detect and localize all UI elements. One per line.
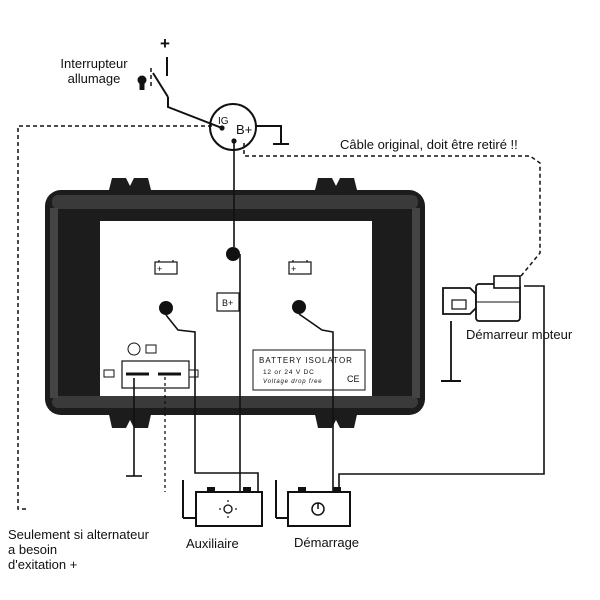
center-terminal-label: B+: [222, 298, 233, 308]
note-line-1: Seulement si alternateur: [8, 527, 149, 542]
isolator-subtitle: Voltage drop free: [263, 379, 322, 385]
right-terminal-start: [292, 300, 306, 314]
starter-motor: [441, 275, 521, 382]
alternator-b-label: B+: [236, 122, 252, 137]
alternator-ig-label: IG: [218, 116, 229, 127]
plus-sign: +: [160, 34, 170, 53]
isolator-title: BATTERY ISOLATOR: [259, 356, 353, 365]
center-terminal-b: [226, 247, 240, 261]
ignition-switch-label-1: Interrupteur: [60, 56, 128, 71]
alternator-icon-panel: B+: [216, 292, 240, 312]
auxiliary-battery: [195, 487, 263, 527]
auxiliary-label: Auxiliaire: [186, 536, 239, 551]
isolator-label-plate: BATTERY ISOLATOR 12 or 24 V DC Voltage d…: [252, 349, 366, 391]
starting-battery: [287, 487, 351, 527]
exciter-dashed-wire: [17, 125, 212, 510]
ignition-switch: [150, 57, 223, 129]
original-cable-dashed: [243, 143, 541, 277]
excitation-connectors: [103, 342, 199, 389]
note-line-3: d'exitation +: [8, 557, 78, 572]
battery-icon-right: +: [288, 260, 312, 275]
svg-text:+: +: [291, 264, 296, 274]
alternator-ground: [256, 125, 289, 145]
battery-icon-left: +: [154, 260, 178, 275]
battery-grounds: [182, 480, 288, 519]
alternator-b-terminal: [231, 138, 237, 144]
sun-icon: [223, 504, 233, 514]
starter-motor-label: Démarreur moteur: [466, 327, 573, 342]
key-icon: [137, 75, 147, 90]
svg-text:+: +: [157, 264, 162, 274]
original-cable-label: Câble original, doit être retiré !!: [340, 137, 518, 152]
note-line-2: a besoin: [8, 542, 58, 557]
left-terminal-aux: [159, 301, 173, 315]
isolator-terminals: [159, 247, 306, 315]
ce-mark: CE: [347, 374, 360, 384]
ignition-switch-label-2: allumage: [67, 71, 121, 86]
starting-label: Démarrage: [294, 535, 360, 550]
wires: [126, 143, 545, 492]
isolator-voltage: 12 or 24 V DC: [263, 369, 315, 376]
